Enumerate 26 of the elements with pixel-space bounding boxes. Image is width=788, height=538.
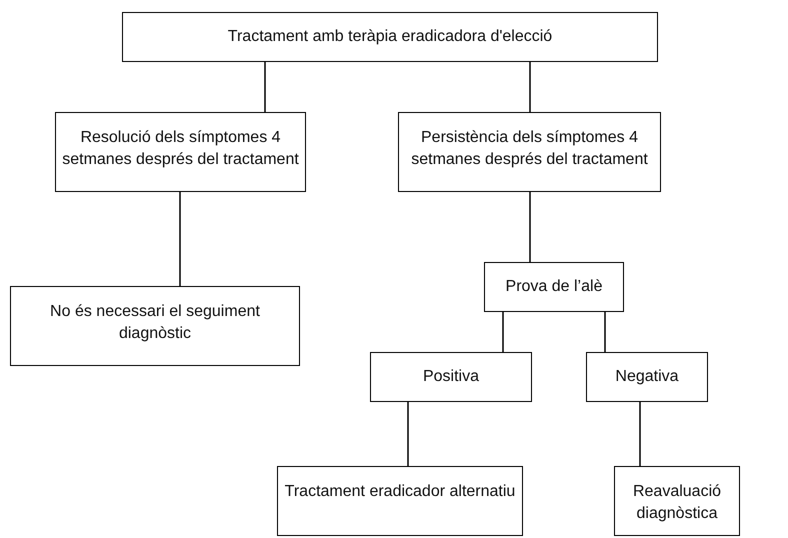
process-box: [614, 466, 740, 536]
connector-line: [179, 192, 181, 286]
process-box: [484, 262, 624, 312]
box-text: Prova de l’alè: [506, 277, 602, 297]
box-text: Tractament eradicador alternatiu: [284, 482, 516, 502]
process-box: [586, 352, 708, 402]
connector-line: [639, 402, 641, 466]
process-box: [370, 352, 532, 402]
process-box: [122, 12, 658, 62]
connector-line: [529, 62, 531, 112]
box-text: Tractament amb teràpia eradicadora d'elecció: [228, 27, 552, 47]
connector-line: [604, 312, 606, 352]
connector-line: [264, 62, 266, 112]
box-text: Negativa: [615, 367, 679, 387]
process-box: [10, 286, 300, 366]
box-text: Positiva: [422, 367, 480, 387]
process-box: [55, 112, 306, 192]
process-box: [277, 466, 523, 536]
process-box: [398, 112, 661, 192]
box-text: Reavaluació diagnòstica: [632, 482, 722, 524]
connector-line: [407, 402, 409, 466]
box-text: No és necessari el seguiment diagnòstic: [49, 302, 261, 344]
connector-line: [502, 312, 504, 352]
connector-line: [529, 192, 531, 262]
box-text: Persistència dels símptomes 4 setmanes després del tractament: [410, 128, 649, 170]
box-text: Resolució dels símptomes 4 setmanes després del tractament: [62, 128, 299, 170]
